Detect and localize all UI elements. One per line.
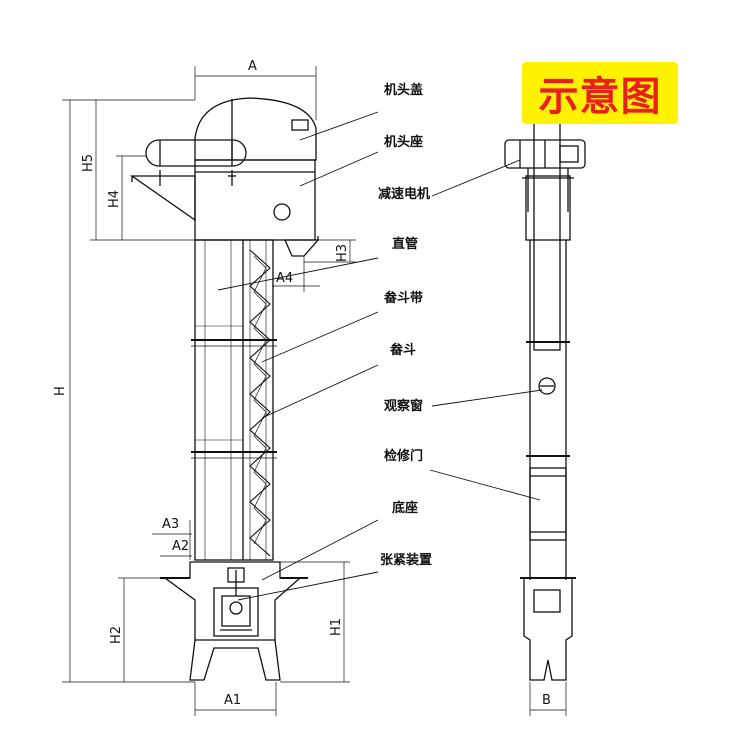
sight-window-shape: [538, 377, 556, 395]
base-shape: [163, 561, 302, 641]
label-base: 底座: [392, 500, 418, 516]
component-labels: 机头盖 机头座 减速电机 直管 畚斗带 畚斗 观察窗 检修门 底座 张紧装置: [378, 82, 432, 568]
dim-A4: A4: [276, 271, 293, 286]
label-straight-pipe: 直管: [392, 236, 418, 252]
label-head-cover: 机头盖: [384, 82, 423, 98]
diagram-title: 示意图: [538, 74, 662, 120]
label-head-seat: 机头座: [384, 134, 423, 150]
dimension-labels: A H H5 H4 H3 A4 A3 A2 H2 H1 A1 B: [53, 59, 551, 708]
straight-pipe-shape: [194, 239, 274, 561]
dim-H5: H5: [81, 154, 96, 172]
dim-H: H: [53, 386, 68, 396]
label-bucket-belt: 畚斗带: [383, 290, 423, 306]
title-badge: 示意图: [522, 62, 678, 124]
label-gear-motor: 减速电机: [378, 186, 430, 202]
dim-A3: A3: [162, 517, 179, 532]
dim-H1: H1: [329, 618, 344, 636]
label-tensioner: 张紧装置: [380, 552, 432, 568]
dim-H2: H2: [109, 626, 124, 644]
dim-H4: H4: [107, 190, 122, 208]
dim-A2: A2: [172, 539, 189, 554]
front-view: [129, 97, 320, 681]
side-view: [504, 109, 586, 681]
dim-A1: A1: [224, 693, 241, 708]
bucket-chain-shape: [249, 249, 271, 557]
head-cover-shape: [194, 97, 317, 161]
dim-A: A: [248, 59, 257, 74]
label-sight-window: 观察窗: [384, 398, 423, 414]
dim-B: B: [542, 693, 551, 708]
label-bucket: 畚斗: [389, 342, 416, 358]
dimension-lines: [62, 66, 567, 716]
label-access-door: 检修门: [384, 448, 423, 464]
leader-lines: [217, 111, 543, 601]
dim-H3: H3: [335, 244, 350, 262]
access-door-shape: [529, 467, 567, 541]
